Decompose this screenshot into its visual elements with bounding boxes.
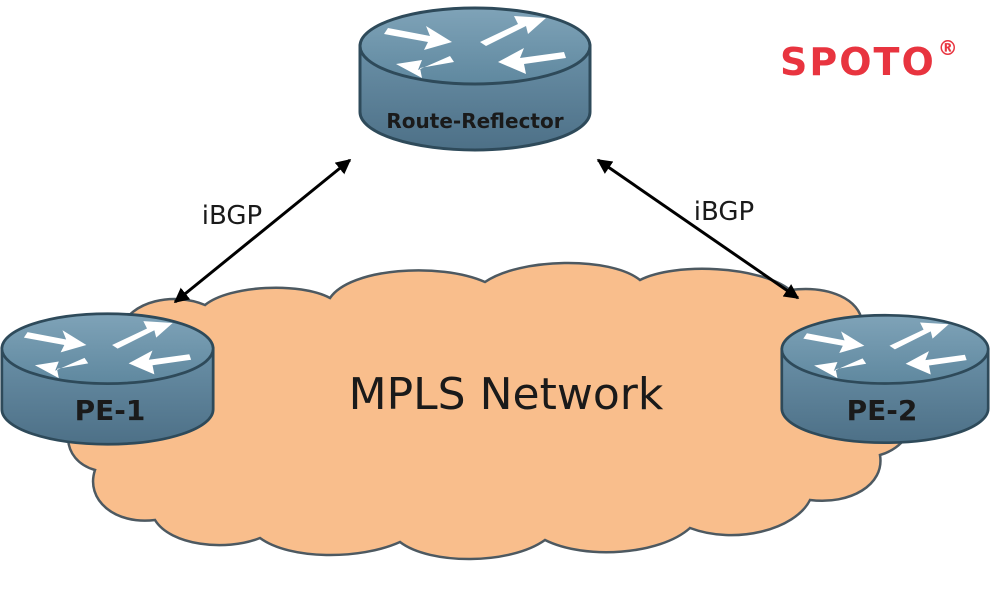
pe2-router: PE-2 — [780, 313, 990, 445]
ibgp-link-left: iBGP — [173, 158, 352, 304]
brand-name: SPOTO — [780, 40, 936, 84]
router-label: PE-1 — [75, 394, 146, 427]
mpls-cloud: MPLS Network — [66, 261, 916, 561]
router-label: Route-Reflector — [386, 109, 563, 133]
ibgp-link-right: iBGP — [596, 158, 800, 300]
pe1-router: PE-1 — [0, 312, 215, 446]
link-label: iBGP — [202, 201, 262, 231]
link-arrow — [596, 158, 800, 300]
registered-mark: ® — [937, 36, 960, 61]
route-reflector-router: Route-Reflector — [358, 6, 592, 152]
link-arrow — [173, 158, 352, 304]
router-label: PE-2 — [847, 394, 918, 427]
cloud-shape — [66, 261, 916, 561]
brand-logo: SPOTO® — [780, 36, 960, 84]
link-label: iBGP — [694, 197, 754, 227]
cloud-label: MPLS Network — [349, 369, 664, 420]
